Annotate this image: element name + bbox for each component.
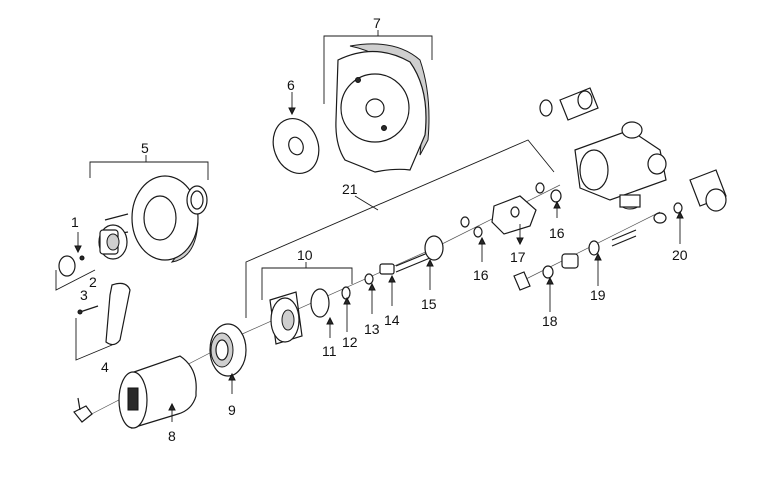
callout-10: 10 <box>297 247 313 263</box>
lower-fittings <box>513 202 683 291</box>
part-8-cover-sleeve <box>73 355 197 429</box>
callout-2: 2 <box>89 274 97 290</box>
part-7-escutcheon <box>335 43 430 173</box>
callout-7: 7 <box>373 15 381 31</box>
callout-15: 15 <box>421 296 437 312</box>
callout-1: 1 <box>71 214 79 230</box>
callout-13: 13 <box>364 321 380 337</box>
part-9-nut-ring <box>209 323 247 377</box>
leader-arrows <box>74 92 684 422</box>
callout-4: 4 <box>101 359 109 375</box>
callout-14: 14 <box>384 312 400 328</box>
callout-18: 18 <box>542 313 558 329</box>
callout-11: 11 <box>322 343 337 359</box>
part-10-cartridge <box>269 286 351 345</box>
callout-8: 8 <box>168 428 176 444</box>
part-6-flange <box>272 118 320 174</box>
callout-5: 5 <box>141 140 149 156</box>
part-2-hub <box>98 224 128 260</box>
callout-6: 6 <box>287 77 295 93</box>
callout-16-right: 16 <box>549 225 565 241</box>
part-5-handle-plate <box>104 175 208 263</box>
callout-labels: 1 2 3 4 5 6 7 8 9 10 11 12 13 14 15 16 1… <box>71 15 688 444</box>
callout-3: 3 <box>80 287 88 303</box>
callout-16-left: 16 <box>473 267 489 283</box>
part-4-lever-handle <box>77 282 131 346</box>
part-1-screw-cap <box>58 255 85 277</box>
stem-parts <box>364 235 444 285</box>
callout-9: 9 <box>228 402 236 418</box>
callout-19: 19 <box>590 287 606 303</box>
callout-21: 21 <box>342 181 358 197</box>
group-brackets <box>55 30 555 361</box>
part-17-valve-block <box>460 182 562 238</box>
valve-body <box>539 87 727 212</box>
callout-20: 20 <box>672 247 688 263</box>
callout-17: 17 <box>510 249 526 265</box>
callout-12: 12 <box>342 334 358 350</box>
